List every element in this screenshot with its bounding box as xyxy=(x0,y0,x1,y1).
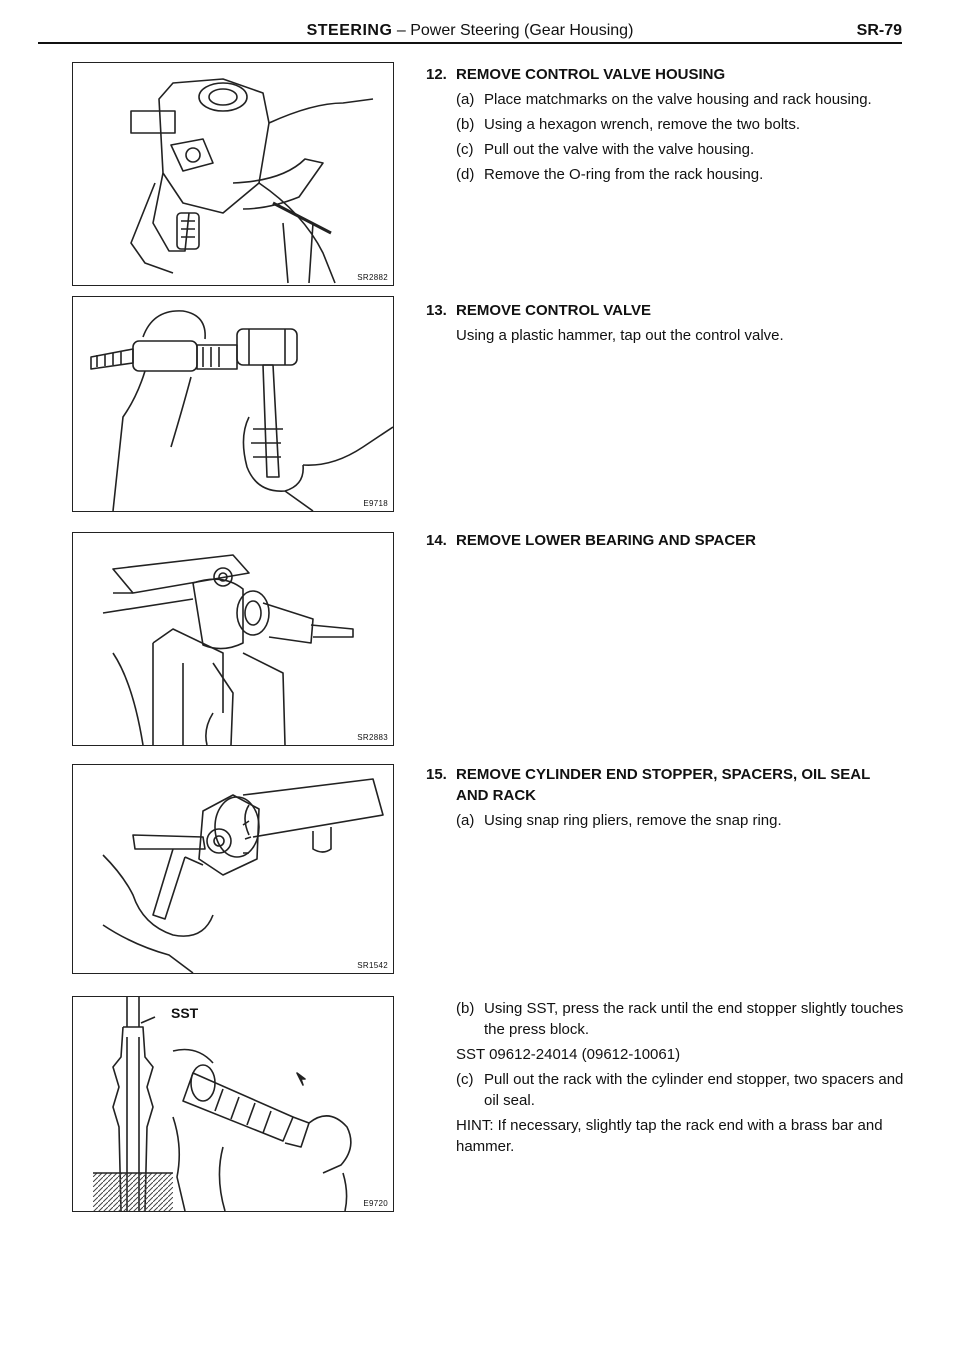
item-text: Pull out the valve with the valve housin… xyxy=(484,141,755,158)
step-heading: 14. REMOVE LOWER BEARING AND SPACER xyxy=(426,530,906,551)
title-separator: – xyxy=(392,22,411,39)
figure-code: E9718 xyxy=(363,499,388,508)
step-heading: 13. REMOVE CONTROL VALVE xyxy=(426,300,906,321)
item-label: (d) xyxy=(456,166,475,183)
page-header: STEERING – Power Steering (Gear Housing)… xyxy=(38,22,902,44)
step-title: REMOVE CONTROL VALVE xyxy=(456,302,652,319)
step-title: REMOVE CONTROL VALVE HOUSING xyxy=(456,66,726,83)
valve-housing-illustration xyxy=(130,78,374,284)
item-label: (c) xyxy=(456,1071,474,1088)
item-label: (a) xyxy=(456,91,475,108)
step-item: (b) Using SST, press the rack until the e… xyxy=(426,998,906,1040)
figure-sst-press: SST E9720 xyxy=(72,996,394,1212)
step-text: Using a plastic hammer, tap out the cont… xyxy=(456,327,784,344)
step-item: (c) Pull out the valve with the valve hou… xyxy=(426,139,906,160)
item-label: (a) xyxy=(456,812,475,829)
step-heading: 15. REMOVE CYLINDER END STOPPER, SPACERS,… xyxy=(426,764,906,806)
sst-press-illustration xyxy=(93,997,352,1211)
step-title: REMOVE LOWER BEARING AND SPACER xyxy=(456,532,757,549)
page-number: SR-79 xyxy=(856,22,902,39)
step-15: 15. REMOVE CYLINDER END STOPPER, SPACERS,… xyxy=(426,764,906,831)
step-number: 12. xyxy=(426,66,447,83)
step-item: (c) Pull out the rack with the cylinder e… xyxy=(426,1069,906,1111)
step-number: 15. xyxy=(426,766,447,783)
step-number: 13. xyxy=(426,302,447,319)
step-heading: 12. REMOVE CONTROL VALVE HOUSING xyxy=(426,64,906,85)
step-15-continued: (b) Using SST, press the rack until the e… xyxy=(426,998,906,1157)
step-12: 12. REMOVE CONTROL VALVE HOUSING (a) Place… xyxy=(426,64,906,185)
figure-code: SR1542 xyxy=(357,961,388,970)
item-label: (c) xyxy=(456,141,474,158)
hammer-illustration xyxy=(90,310,393,511)
figure-valve-housing: SR2882 xyxy=(72,62,394,286)
hint-text: HINT: If necessary, slightly tap the rac… xyxy=(456,1117,883,1155)
step-number: 14. xyxy=(426,532,447,549)
step-14: 14. REMOVE LOWER BEARING AND SPACER xyxy=(426,530,906,551)
figure-code: SR2882 xyxy=(357,273,388,282)
sst-callout: SST xyxy=(171,1005,199,1021)
section-title: STEERING xyxy=(306,22,393,39)
snap-ring-illustration xyxy=(102,778,384,973)
subsection-title: Power Steering (Gear Housing) xyxy=(410,22,634,39)
item-text: Using a hexagon wrench, remove the two b… xyxy=(484,116,801,133)
sst-number: SST 09612-24014 (09612-10061) xyxy=(456,1046,681,1063)
figure-lower-bearing: SR2883 xyxy=(72,532,394,746)
item-text: Place matchmarks on the valve housing an… xyxy=(484,91,872,108)
item-text: Pull out the rack with the cylinder end … xyxy=(484,1071,904,1109)
step-item: (a) Using snap ring pliers, remove the sn… xyxy=(426,810,906,831)
figure-code: SR2883 xyxy=(357,733,388,742)
step-13: 13. REMOVE CONTROL VALVE Using a plastic … xyxy=(426,300,906,346)
item-label: (b) xyxy=(456,116,475,133)
page-title: STEERING – Power Steering (Gear Housing) xyxy=(38,22,902,40)
step-item: (d) Remove the O-ring from the rack housi… xyxy=(426,164,906,185)
item-text: Remove the O-ring from the rack housing. xyxy=(484,166,764,183)
item-text: Using SST, press the rack until the end … xyxy=(484,1000,904,1038)
item-text: Using snap ring pliers, remove the snap … xyxy=(484,812,782,829)
step-item: (b) Using a hexagon wrench, remove the tw… xyxy=(426,114,906,135)
figure-snap-ring: SR1542 xyxy=(72,764,394,974)
lower-bearing-illustration xyxy=(102,554,354,745)
step-item: (a) Place matchmarks on the valve housing… xyxy=(426,89,906,110)
step-title: REMOVE CYLINDER END STOPPER, SPACERS, OI… xyxy=(456,766,870,804)
figure-code: E9720 xyxy=(363,1199,388,1208)
item-label: (b) xyxy=(456,1000,475,1017)
figure-hammer: E9718 xyxy=(72,296,394,512)
